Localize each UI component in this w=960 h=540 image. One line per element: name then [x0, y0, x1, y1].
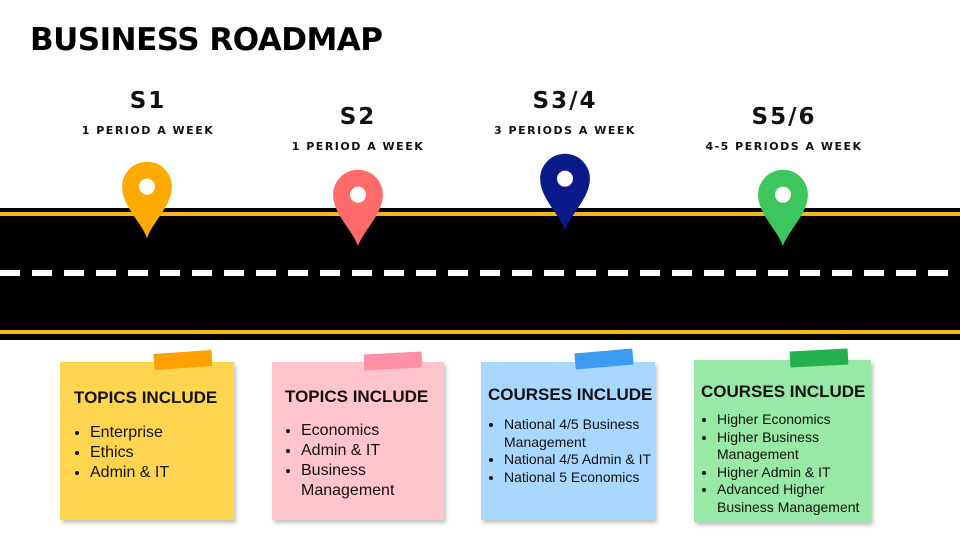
- tape: [789, 348, 849, 368]
- note-heading: TOPICS INCLUDE: [74, 388, 218, 407]
- tape: [574, 348, 634, 370]
- stage-frequency: 3 PERIODS A WEEK: [494, 124, 636, 137]
- note-list: Economics Admin & IT Business Management: [285, 421, 451, 501]
- list-item: National 5 Economics: [504, 469, 662, 487]
- stage-frequency: 1 PERIOD A WEEK: [81, 124, 215, 137]
- sticky-note-s3-4: COURSES INCLUDE National 4/5 Business Ma…: [481, 348, 655, 520]
- list-item: Economics: [301, 421, 451, 441]
- list-item: Admin & IT: [90, 463, 240, 483]
- sticky-note-s5-6: COURSES INCLUDE Higher Economics Higher …: [694, 348, 871, 522]
- road-edge-bottom: [0, 330, 960, 334]
- tape: [363, 351, 423, 371]
- road: [0, 208, 960, 340]
- note-heading: COURSES INCLUDE: [488, 385, 653, 404]
- note-list: Higher Economics Higher Business Managem…: [701, 411, 883, 516]
- list-item: National 4/5 Business Management: [504, 416, 662, 451]
- stage-s1: S1 1 PERIOD A WEEK: [38, 88, 258, 137]
- note-list: National 4/5 Business Management Nationa…: [488, 416, 662, 486]
- stage-frequency: 1 PERIOD A WEEK: [291, 140, 425, 153]
- map-pin-icon: [333, 169, 383, 247]
- tape: [153, 349, 213, 371]
- stage-s3-4: S3/4 3 PERIODS A WEEK: [455, 88, 675, 137]
- note-heading: COURSES INCLUDE: [701, 382, 866, 401]
- page-title: BUSINESS ROADMAP: [30, 22, 383, 58]
- list-item: Ethics: [90, 443, 240, 463]
- list-item: Higher Admin & IT: [717, 464, 883, 482]
- list-item: Enterprise: [90, 423, 240, 443]
- stage-frequency: 4-5 PERIODS A WEEK: [705, 140, 863, 153]
- map-pin-icon: [758, 169, 808, 247]
- stage-s2: S2 1 PERIOD A WEEK: [248, 104, 468, 153]
- stage-label: S5/6: [751, 104, 817, 130]
- stage-label: S3/4: [532, 88, 598, 114]
- road-edge-top: [0, 212, 960, 216]
- stage-label: S1: [129, 88, 167, 114]
- stage-s5-6: S5/6 4-5 PERIODS A WEEK: [674, 104, 894, 153]
- list-item: Higher Business Management: [717, 429, 883, 464]
- list-item: Higher Economics: [717, 411, 883, 429]
- list-item: Admin & IT: [301, 441, 451, 461]
- map-pin-icon: [540, 153, 590, 231]
- list-item: Advanced Higher Business Management: [717, 481, 883, 516]
- note-list: Enterprise Ethics Admin & IT: [74, 423, 240, 483]
- list-item: National 4/5 Admin & IT: [504, 451, 662, 469]
- note-heading: TOPICS INCLUDE: [285, 387, 429, 406]
- road-center-line: [0, 270, 960, 276]
- list-item: Business Management: [301, 461, 451, 501]
- sticky-note-s1: TOPICS INCLUDE Enterprise Ethics Admin &…: [60, 349, 234, 520]
- stage-label: S2: [339, 104, 377, 130]
- sticky-note-s2: TOPICS INCLUDE Economics Admin & IT Busi…: [272, 351, 444, 520]
- map-pin-icon: [122, 161, 172, 239]
